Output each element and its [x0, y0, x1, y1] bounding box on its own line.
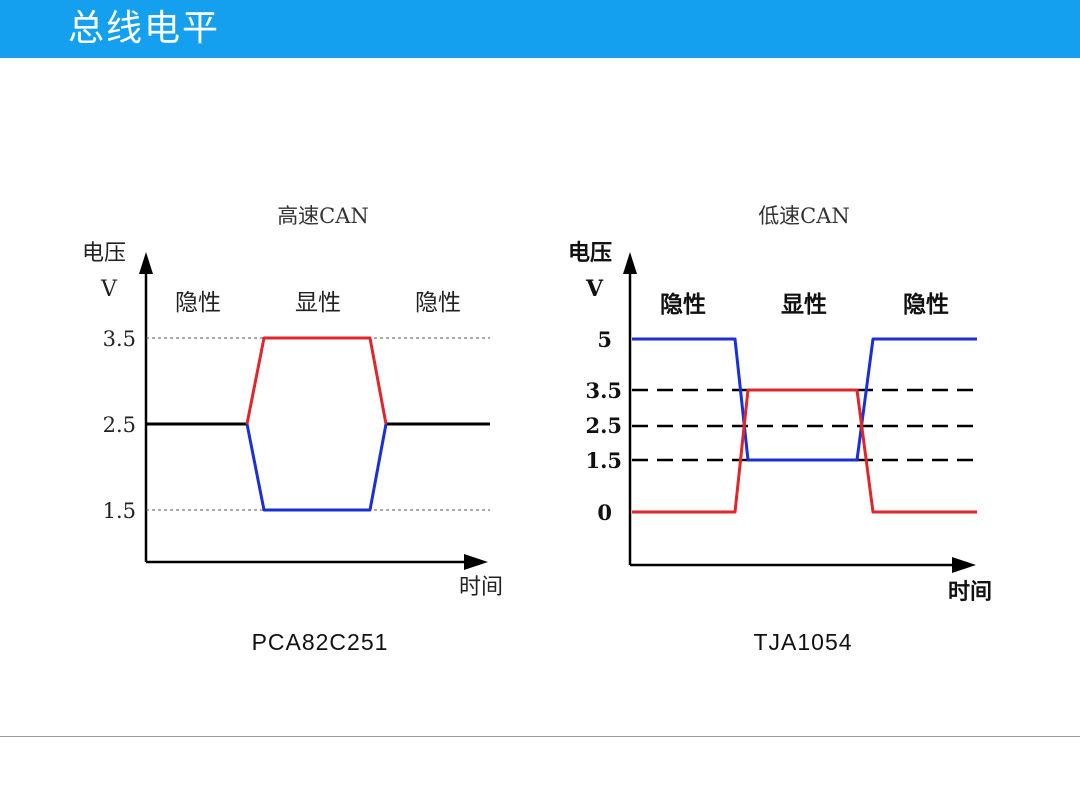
high-speed-state-dominant: 显性 — [295, 290, 341, 316]
low-speed-level-0: 0 — [597, 500, 612, 525]
low-speed-level-2-5: 2.5 — [585, 413, 622, 438]
low-speed-caption: 低速CAN — [758, 204, 850, 228]
high-speed-x-axis-label: 时间 — [459, 575, 503, 600]
low-speed-level-5: 5 — [597, 327, 612, 352]
low-speed-y-arrow — [623, 252, 637, 274]
high-speed-level-2-5: 2.5 — [103, 413, 136, 437]
high-speed-level-1-5: 1.5 — [103, 499, 136, 523]
high-speed-state-recessive-2: 隐性 — [415, 290, 461, 316]
low-speed-can-low-trace — [632, 337, 977, 462]
low-speed-level-1-5: 1.5 — [585, 448, 622, 473]
slide-title: 总线电平 — [68, 8, 221, 49]
low-speed-diagram: 低速CAN 电压 V 时间 隐性 显性 隐性 5 3.5 2.5 1.5 0 T… — [568, 204, 992, 655]
low-speed-state-dominant: 显性 — [781, 291, 827, 318]
low-speed-x-arrow — [952, 557, 976, 573]
high-speed-state-recessive-1: 隐性 — [175, 290, 221, 316]
high-speed-chip-label: PCA82C251 — [252, 629, 389, 655]
high-speed-can-low-trace — [245, 423, 388, 512]
low-speed-x-axis-label: 时间 — [948, 579, 992, 605]
low-speed-y-axis-label: 电压 — [568, 240, 612, 266]
high-speed-y-unit: V — [100, 277, 118, 302]
high-speed-x-arrow — [464, 554, 488, 570]
low-speed-level-3-5: 3.5 — [585, 378, 622, 403]
footer-divider — [0, 736, 1080, 737]
low-speed-state-recessive-1: 隐性 — [660, 291, 706, 318]
high-speed-level-3-5: 3.5 — [103, 327, 136, 351]
can-bus-level-diagram: 高速CAN 电压 V 时间 隐性 显性 隐性 3.5 2.5 1.5 PCA82… — [82, 204, 992, 655]
title-bar: 总线电平 — [0, 0, 1080, 58]
high-speed-caption: 高速CAN — [277, 204, 369, 228]
high-speed-y-arrow — [139, 252, 153, 274]
low-speed-state-recessive-2: 隐性 — [903, 291, 949, 318]
high-speed-diagram: 高速CAN 电压 V 时间 隐性 显性 隐性 3.5 2.5 1.5 PCA82… — [82, 204, 503, 655]
high-speed-can-high-trace — [245, 336, 388, 425]
low-speed-y-unit: V — [585, 276, 604, 302]
low-speed-can-high-trace — [632, 388, 977, 514]
high-speed-y-axis-label: 电压 — [82, 241, 126, 266]
low-speed-chip-label: TJA1054 — [753, 629, 852, 655]
